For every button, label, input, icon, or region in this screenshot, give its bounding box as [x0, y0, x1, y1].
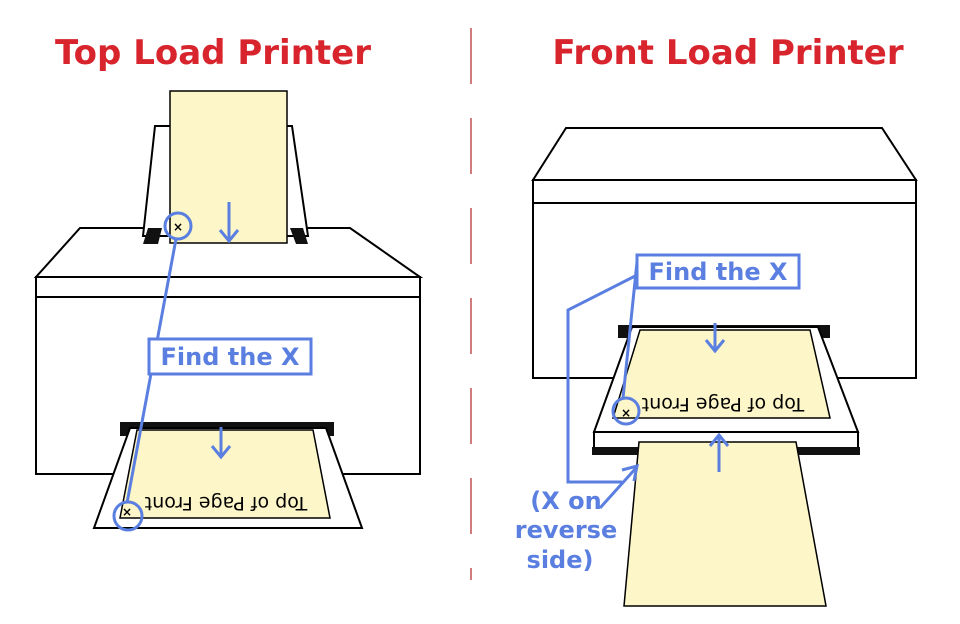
- front-load-callout-text: Find the X: [649, 258, 788, 286]
- title-front-load-printer: Front Load Printer: [552, 33, 903, 73]
- top-load-output-paper: [119, 429, 331, 519]
- front-load-connector-to-x: [621, 261, 639, 399]
- top-load-output-arrow: [210, 427, 232, 460]
- top-load-arrows: [210, 202, 240, 460]
- front-load-output-paper: [611, 329, 831, 419]
- front-load-reverse-arrow-line: [598, 466, 638, 510]
- front-load-printer-top: [531, 127, 918, 181]
- top-load-output-x-mark: ×: [122, 505, 132, 519]
- reverse-note-line1: (X on: [530, 487, 601, 515]
- front-load-callout-box: [635, 253, 801, 290]
- reverse-note-line3: side): [527, 546, 594, 574]
- front-load-connector-to-reverse: [566, 273, 638, 484]
- top-load-feed-slot: [143, 228, 162, 244]
- front-load-output-x-circle: [611, 396, 641, 426]
- reverse-note-line2: reverse: [515, 516, 617, 544]
- front-load-page-label: Top of Page Front: [642, 393, 806, 415]
- top-load-feed-slot-right: [290, 228, 308, 244]
- front-load-annotations: Find the X (X on reverse side): [515, 253, 801, 574]
- top-load-annotations: Find the X: [112, 211, 313, 532]
- title-top-load-printer: Top Load Printer: [55, 33, 371, 73]
- front-load-arrows: [704, 323, 730, 472]
- front-load-output-x-mark: ×: [621, 406, 631, 420]
- top-load-input-arrow: [218, 202, 240, 244]
- front-load-printer: Top of Page Front ×: [531, 127, 918, 607]
- front-load-input-arrow: [708, 432, 730, 472]
- top-load-page-label: Top of Page Front: [145, 492, 309, 514]
- top-load-input-x-circle: [163, 211, 193, 241]
- top-load-printer: Top of Page Front × ×: [33, 90, 424, 529]
- front-load-reverse-arrow-head: [621, 463, 639, 482]
- top-load-callout-box: [147, 337, 313, 376]
- top-load-input-x-mark: ×: [173, 220, 183, 234]
- front-load-output-arrow: [704, 323, 726, 354]
- front-load-input-paper: [623, 441, 827, 607]
- top-load-callout-text: Find the X: [161, 343, 300, 371]
